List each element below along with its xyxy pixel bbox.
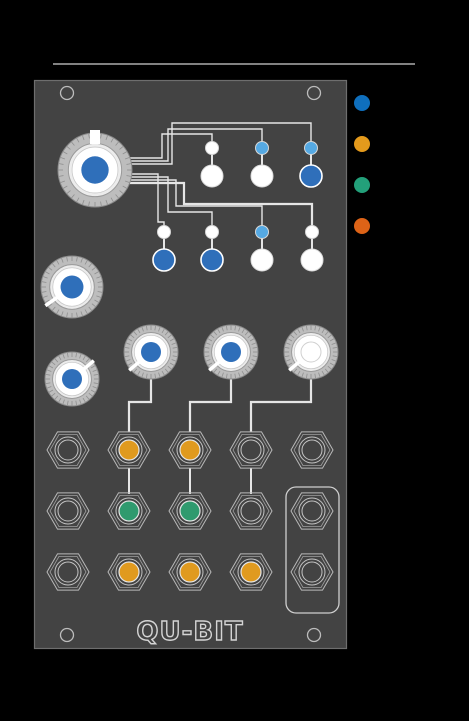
button-led bbox=[306, 226, 319, 239]
legend-swatch-orange bbox=[354, 136, 370, 152]
knob-cap bbox=[221, 342, 241, 362]
legend-swatch-green bbox=[354, 177, 370, 193]
jack-led bbox=[119, 440, 139, 460]
knob-cap bbox=[61, 276, 84, 299]
knob-mid-left[interactable] bbox=[41, 256, 103, 318]
button-led bbox=[158, 226, 171, 239]
knob-low-left[interactable] bbox=[45, 352, 99, 406]
jack-led bbox=[180, 501, 200, 521]
knob-row-2[interactable] bbox=[204, 325, 258, 379]
knob-cap bbox=[62, 369, 82, 389]
legend-swatch-red-orange bbox=[354, 218, 370, 234]
button-led bbox=[206, 226, 219, 239]
button-cap bbox=[201, 249, 223, 271]
jack-led bbox=[180, 562, 200, 582]
knob-pointer bbox=[90, 130, 100, 144]
jack-led bbox=[119, 562, 139, 582]
button-cap bbox=[301, 249, 323, 271]
main-knob[interactable] bbox=[58, 133, 132, 207]
jack-led bbox=[180, 440, 200, 460]
button-cap bbox=[300, 165, 322, 187]
jack-led bbox=[241, 562, 261, 582]
knob-row-3[interactable] bbox=[284, 325, 338, 379]
button-cap bbox=[201, 165, 223, 187]
button-led bbox=[256, 142, 269, 155]
knob-cap bbox=[301, 342, 321, 362]
button-cap bbox=[251, 165, 273, 187]
brand-logo: QU-BIT bbox=[136, 617, 243, 647]
button-cap bbox=[251, 249, 273, 271]
button-led bbox=[305, 142, 318, 155]
knob-cap bbox=[81, 156, 108, 183]
jack-led bbox=[119, 501, 139, 521]
legend-swatch-blue bbox=[354, 95, 370, 111]
legend bbox=[354, 95, 370, 234]
button-cap bbox=[153, 249, 175, 271]
knob-cap bbox=[141, 342, 161, 362]
knob-row-1[interactable] bbox=[124, 325, 178, 379]
button-led bbox=[206, 142, 219, 155]
button-led bbox=[256, 226, 269, 239]
